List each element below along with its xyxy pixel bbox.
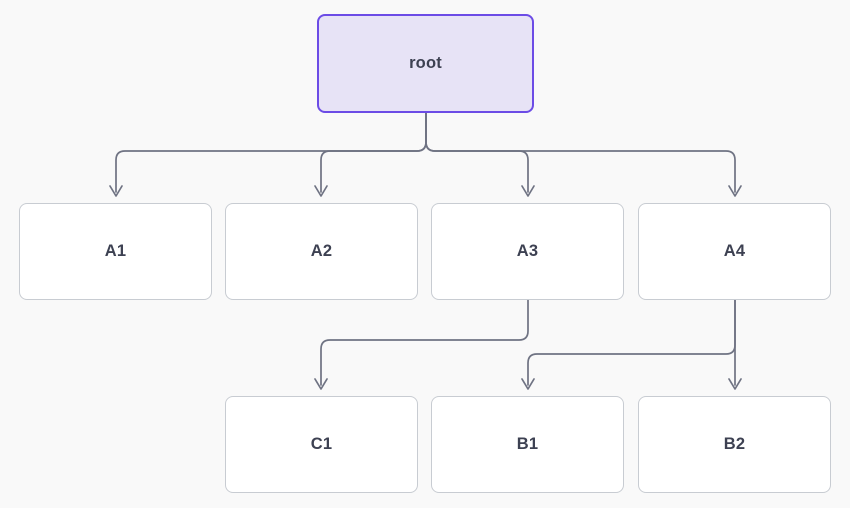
node-label-A1: A1 bbox=[104, 242, 127, 261]
arrowhead-icon bbox=[728, 378, 742, 390]
node-A1[interactable]: A1 bbox=[19, 203, 212, 300]
edge-line bbox=[320, 299, 529, 386]
edge-line bbox=[320, 112, 427, 193]
node-B2[interactable]: B2 bbox=[638, 396, 831, 493]
edge-line bbox=[425, 112, 529, 193]
edge-A3-C1 bbox=[314, 299, 529, 390]
edge-line bbox=[115, 112, 427, 193]
arrowhead-icon bbox=[314, 378, 328, 390]
edge-root-A2 bbox=[314, 112, 427, 197]
node-label-B2: B2 bbox=[723, 435, 746, 454]
node-A2[interactable]: A2 bbox=[225, 203, 418, 300]
edge-line bbox=[425, 112, 736, 193]
arrowhead-icon bbox=[109, 185, 123, 197]
node-label-B1: B1 bbox=[516, 435, 539, 454]
edge-A4-B2 bbox=[728, 299, 742, 390]
node-label-A2: A2 bbox=[310, 242, 333, 261]
node-label-root: root bbox=[409, 54, 442, 73]
arrowhead-icon bbox=[521, 378, 535, 390]
arrowhead-icon bbox=[728, 185, 742, 197]
edge-root-A1 bbox=[109, 112, 427, 197]
edge-line bbox=[527, 299, 736, 386]
edge-A4-B1 bbox=[521, 299, 736, 390]
node-B1[interactable]: B1 bbox=[431, 396, 624, 493]
node-label-C1: C1 bbox=[310, 435, 333, 454]
edge-root-A3 bbox=[425, 112, 535, 197]
node-A3[interactable]: A3 bbox=[431, 203, 624, 300]
node-label-A3: A3 bbox=[516, 242, 539, 261]
arrowhead-icon bbox=[314, 185, 328, 197]
node-label-A4: A4 bbox=[723, 242, 746, 261]
node-A4[interactable]: A4 bbox=[638, 203, 831, 300]
arrowhead-icon bbox=[521, 185, 535, 197]
edge-root-A4 bbox=[425, 112, 742, 197]
node-C1[interactable]: C1 bbox=[225, 396, 418, 493]
node-root[interactable]: root bbox=[317, 14, 534, 113]
